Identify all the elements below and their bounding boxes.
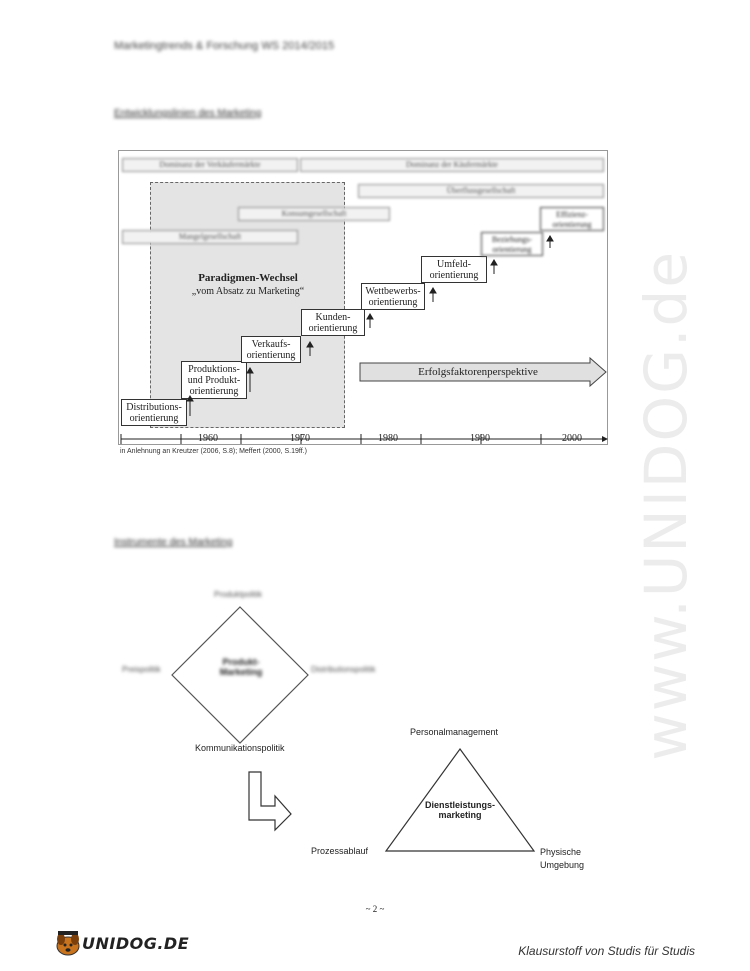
page-number: ~ 2 ~ — [365, 904, 385, 914]
diamond-center-label: Produkt- Marketing — [219, 657, 263, 677]
section-title-entwicklung: Entwicklungslinien des Marketing — [114, 108, 262, 119]
bar-mangelgesellschaft: Mangelgesellschaft — [122, 230, 298, 244]
triangle-left-label: Prozessablauf — [311, 846, 369, 856]
document-header: Marketingtrends & Forschung WS 2014/2015 — [114, 40, 335, 52]
watermark: www.UNIDOG.de — [632, 250, 700, 761]
diamond-top-label: Produktpolitik — [214, 590, 263, 599]
bar-kaeufermaerkte: Dominanz der Käufermärkte — [300, 158, 604, 172]
footer-tagline: Klausurstoff von Studis für Studis — [518, 944, 695, 958]
diamond-left-label: Preispolitik — [122, 665, 161, 674]
service-marketing-triangle — [384, 747, 536, 852]
year-1960: 1960 — [198, 433, 218, 444]
diamond-right-label: Distributionspolitik — [311, 665, 376, 674]
step-verkauf: Verkaufs- orientierung — [241, 336, 301, 363]
diagram-frame — [118, 150, 608, 445]
year-1970: 1970 — [290, 433, 310, 444]
erfolgsfaktoren-label: Erfolgsfaktorenperspektive — [418, 366, 538, 378]
step-umfeld: Umfeld- orientierung — [421, 256, 487, 283]
step-distribution: Distributions- orientierung — [121, 399, 187, 426]
diagram-source: in Anlehnung an Kreutzer (2006, S.8); Me… — [120, 448, 307, 455]
step-effizienz: Effizienz- orientierung — [540, 207, 604, 231]
section-title-instrumente: Instrumente des Marketing — [114, 537, 233, 548]
triangle-center-label: Dienstleistungs- marketing — [424, 800, 495, 820]
logo-text: UNIDOG.DE — [82, 934, 190, 953]
marketing-mix-diamond — [171, 606, 309, 744]
bar-ueberflussgesellschaft: Überflussgesellschaft — [358, 184, 604, 198]
transition-arrow-icon — [248, 771, 292, 832]
diamond-bottom-label: Kommunikationspolitik — [195, 743, 285, 753]
evolution-diagram: Dominanz der Verkäufermärkte Dominanz de… — [118, 150, 610, 455]
year-1980: 1980 — [378, 433, 398, 444]
paradigm-subtitle: „vom Absatz zu Marketing“ — [191, 286, 305, 297]
bar-konsumgesellschaft: Konsumgesellschaft — [238, 207, 390, 221]
triangle-right-label: Physische Umgebung — [540, 847, 585, 870]
year-1990: 1990 — [470, 433, 490, 444]
paradigm-title: Paradigmen-Wechsel — [198, 272, 298, 284]
year-2000: 2000 — [562, 433, 582, 444]
bar-verkaeufermaerkte: Dominanz der Verkäufermärkte — [122, 158, 298, 172]
step-kunden: Kunden- orientierung — [301, 309, 365, 336]
step-wettbewerb: Wettbewerbs- orientierung — [361, 283, 425, 310]
dog-logo-icon — [56, 931, 80, 956]
step-connectors — [120, 235, 608, 444]
step-beziehung: Beziehungs- orientierung — [481, 232, 543, 256]
step-produktion: Produktions- und Produkt- orientierung — [181, 361, 247, 399]
footer-logo[interactable]: UNIDOG.DE — [52, 928, 189, 958]
triangle-top-label: Personalmanagement — [410, 727, 499, 737]
